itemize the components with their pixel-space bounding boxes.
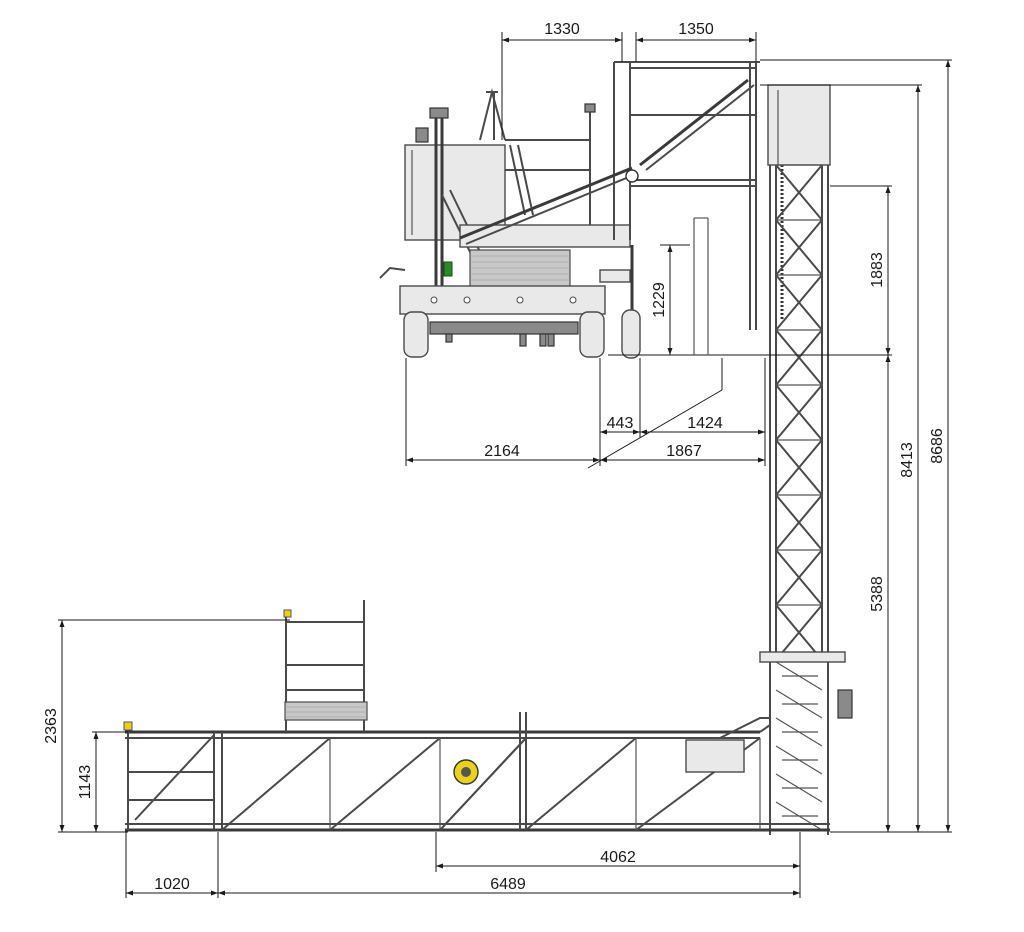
arrow-head [633, 429, 640, 435]
arrow-head [945, 60, 951, 67]
arrow-head [615, 37, 622, 43]
dim-1020: 1020 [154, 876, 190, 893]
vehicle-wheel-left [403, 311, 429, 358]
platform-warning-light-top [283, 609, 292, 618]
dim-443: 443 [607, 415, 634, 432]
dim-1350: 1350 [678, 21, 714, 38]
dim-1424: 1424 [687, 415, 723, 432]
brace-member [525, 737, 637, 831]
arrow-head [59, 620, 65, 627]
arrow-head [593, 457, 600, 463]
brace-member [775, 439, 823, 496]
boom-cylinder [639, 78, 749, 167]
dim-5388: 5388 [869, 576, 886, 612]
vehicle-wheel-right [579, 311, 605, 358]
dim-1883: 1883 [869, 252, 886, 288]
arrow-head [211, 890, 218, 896]
arrow-head [600, 457, 607, 463]
boom-rod [459, 166, 633, 240]
brace-member [329, 737, 441, 831]
vehicle-grating [469, 249, 571, 291]
arrow-head [915, 85, 921, 92]
dim-6489: 6489 [490, 876, 526, 893]
arrow-head [758, 457, 765, 463]
arrow-head [793, 890, 800, 896]
arrow-head [885, 825, 891, 832]
dimension-lines [58, 32, 952, 898]
arrow-head [636, 37, 643, 43]
tower-collar [759, 651, 846, 663]
vehicle [379, 88, 641, 359]
platform-truss [221, 737, 761, 831]
arrow-head [218, 890, 225, 896]
brace-member [775, 219, 823, 276]
vertical-tower [759, 84, 853, 835]
access-platform-grating [284, 701, 368, 721]
arrow-head [885, 355, 891, 362]
dim-1143: 1143 [77, 765, 94, 800]
brace-member [775, 274, 823, 331]
arrow-head [885, 186, 891, 193]
dim-8686: 8686 [929, 428, 946, 464]
arrow-head [93, 732, 99, 739]
dim-4062: 4062 [600, 849, 636, 866]
dim-2164: 2164 [484, 443, 520, 460]
arrow-head [945, 825, 951, 832]
dim-1867: 1867 [666, 443, 702, 460]
brace-member [775, 494, 823, 551]
horizontal-platform [123, 600, 830, 832]
boom-arm [459, 61, 760, 330]
arrow-head [758, 429, 765, 435]
arrow-head [749, 37, 756, 43]
platform-warning-light-left [123, 721, 133, 731]
arrow-head [885, 348, 891, 355]
arrow-head [667, 348, 673, 355]
brace-member [439, 737, 527, 831]
vehicle-cabin [404, 144, 506, 241]
dim-2363: 2363 [43, 708, 60, 744]
vehicle-support-wheel [621, 309, 641, 359]
arrow-head [59, 825, 65, 832]
arrow-head [793, 863, 800, 869]
tower-bracing [775, 164, 823, 661]
arrow-head [600, 429, 607, 435]
dimension-arrows [59, 37, 951, 896]
dim-1330: 1330 [544, 21, 580, 38]
arrow-head [436, 863, 443, 869]
dimension-labels: 1330 1350 1229 1883 443 1424 2164 1867 8… [43, 21, 946, 893]
arrow-head [126, 890, 133, 896]
tower-head [767, 84, 831, 166]
vehicle-a-frame [479, 88, 506, 141]
dim-8413: 8413 [899, 442, 916, 478]
arrow-head [640, 429, 647, 435]
arrow-head [915, 825, 921, 832]
dim-1229: 1229 [651, 282, 668, 318]
brace-member [221, 737, 331, 831]
arrow-head [502, 37, 509, 43]
vehicle-green-light [443, 261, 453, 277]
arrow-head [667, 245, 673, 252]
tower-lower-bracing [775, 661, 823, 831]
brace-member [775, 384, 823, 441]
arrow-head [93, 825, 99, 832]
platform-control-box [685, 739, 745, 773]
brace-member [775, 604, 823, 661]
arrow-head [406, 457, 413, 463]
brace-member [775, 329, 823, 386]
brace-member [775, 164, 823, 221]
brace-member [775, 549, 823, 606]
